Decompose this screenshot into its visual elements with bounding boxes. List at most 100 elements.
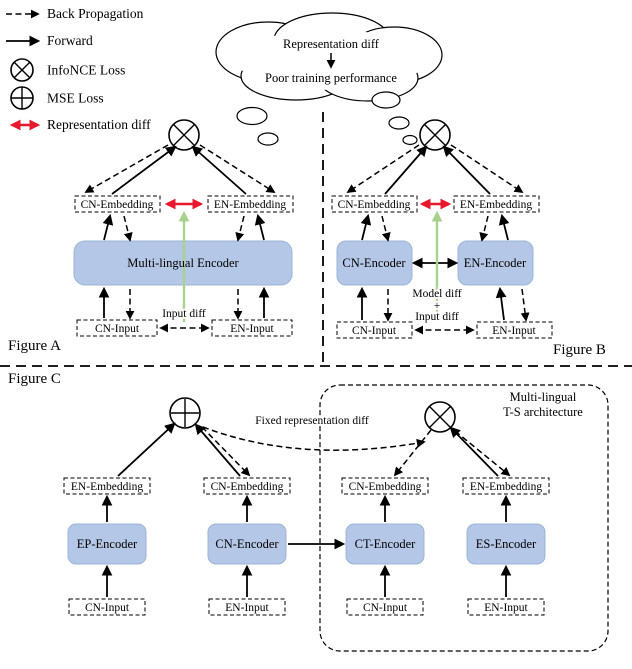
fig-b-en-input-label: EN-Input	[492, 325, 536, 337]
fig-c-caption: Figure C	[8, 371, 61, 387]
legend-repr-diff-label: Representation diff	[47, 117, 151, 132]
figure-b: CN-Embedding EN-Embedding CN-Encoder EN-…	[331, 119, 606, 358]
fig-b-infonce-loss-icon	[419, 119, 451, 151]
fig-b-en-embedding-box	[453, 195, 540, 213]
cloud-tail-puff	[388, 116, 410, 130]
fig-c-col2-input-label: EN-Input	[225, 602, 269, 614]
backprop-arrow	[393, 429, 432, 477]
fig-c-col2-embedding-box	[203, 477, 291, 495]
fig-c-col1-embedding-label: EN-Embedding	[71, 481, 143, 493]
fig-b-cn-embedding-label: CN-Embedding	[338, 199, 411, 211]
legend-infonce-label: InfoNCE Loss	[47, 63, 125, 78]
fig-c-col3-input-label: CN-Input	[363, 602, 408, 614]
fig-b-cn-embedding-box	[331, 195, 418, 213]
backprop-arrow	[199, 144, 276, 193]
fig-c-col1-input-label: CN-Input	[85, 602, 130, 614]
figure-a: CN-Embedding EN-Embedding Multi-lingual …	[8, 119, 294, 354]
fig-a-en-embedding-box	[207, 195, 294, 213]
fig-b-cn-input-box	[336, 321, 413, 339]
cloud-tail-puff	[402, 134, 418, 146]
fig-a-en-embedding-label: EN-Embedding	[214, 199, 286, 211]
fig-c-col4-encoder-label: ES-Encoder	[476, 537, 537, 551]
panel-dividers	[0, 112, 632, 367]
forward-arrow	[449, 426, 499, 477]
fig-c-col2-encoder-box	[207, 523, 287, 565]
legend-forward-label: Forward	[47, 33, 93, 48]
backprop-arrow	[235, 215, 245, 242]
fig-b-caption: Figure B	[553, 342, 606, 358]
cloud-tail-puff	[257, 132, 279, 146]
fig-c-col2-embedding-label: CN-Embedding	[211, 481, 284, 493]
fig-a-cn-input-box	[76, 319, 158, 337]
forward-arrow	[117, 422, 176, 477]
forward-arrow	[495, 286, 507, 321]
backprop-arrow	[450, 144, 524, 193]
cloud-text-line1: Representation diff	[283, 37, 380, 51]
fig-c-col3-embedding-label: CN-Embedding	[349, 481, 422, 493]
legend: Back Propagation Forward InfoNCE Loss MS…	[6, 6, 151, 132]
forward-arrow	[191, 145, 247, 195]
thought-cloud: Representation diff Poor training perfor…	[215, 12, 443, 146]
forward-arrow	[102, 213, 114, 241]
fig-c-col1-embedding-box	[63, 477, 151, 495]
forward-arrow	[111, 145, 177, 195]
fig-c-col2-encoder-label: CN-Encoder	[215, 537, 279, 551]
fig-c-col4-encoder-box	[466, 523, 546, 565]
mse-loss-icon	[10, 86, 34, 110]
fig-b-model-diff-label: Model diff	[412, 288, 461, 300]
ts-architecture-label-line2: T-S architecture	[503, 405, 583, 419]
infonce-loss-icon	[10, 58, 34, 82]
forward-arrow	[194, 423, 241, 477]
cloud-tail-puff	[236, 106, 268, 126]
fig-b-plus-label: +	[434, 300, 441, 312]
backprop-arrow	[454, 430, 511, 477]
fig-b-input-diff-label: Input diff	[415, 311, 459, 323]
backprop-arrow	[346, 144, 420, 193]
forward-arrow	[360, 213, 372, 241]
forward-arrow	[498, 213, 510, 241]
fig-a-cn-embedding-label: CN-Embedding	[81, 199, 154, 211]
cloud-text-line2: Poor training performance	[265, 71, 397, 85]
ts-architecture-region	[319, 384, 609, 652]
fig-a-input-diff-label: Input diff	[162, 308, 206, 320]
backprop-arrow	[84, 144, 169, 193]
cloud-tail-puff	[371, 91, 401, 109]
fig-a-cn-embedding-box	[74, 195, 161, 213]
fig-a-encoder-label: Multi-lingual Encoder	[127, 256, 239, 270]
backprop-arrow	[520, 288, 530, 322]
fig-a-cn-input-label: CN-Input	[95, 323, 140, 335]
backprop-arrow	[123, 215, 133, 242]
fig-c-col4-input-label: EN-Input	[484, 602, 528, 614]
fig-c-infonce-loss-icon	[424, 401, 456, 433]
forward-arrow	[254, 213, 266, 241]
fig-c-col3-encoder-label: CT-Encoder	[355, 537, 416, 551]
fig-c-col1-encoder-box	[67, 523, 147, 565]
fig-c-col2-input-box	[208, 598, 286, 616]
fig-c-col4-input-box	[467, 598, 545, 616]
forward-arrow	[442, 145, 491, 195]
fig-c-col3-embedding-box	[341, 477, 429, 495]
fig-b-en-encoder-label: EN-Encoder	[464, 256, 527, 270]
figure-c: Figure C Multi-lingual T-S architecture …	[8, 371, 609, 652]
ts-architecture-label-line1: Multi-lingual	[510, 390, 577, 404]
fig-b-en-embedding-label: EN-Embedding	[460, 199, 532, 211]
fig-c-col4-embedding-label: EN-Embedding	[470, 481, 542, 493]
fig-a-en-input-label: EN-Input	[230, 323, 274, 335]
fig-c-col3-encoder-box	[345, 523, 425, 565]
backprop-arrow	[201, 426, 251, 477]
fixed-repr-diff-label: Fixed representation diff	[255, 415, 369, 427]
legend-backprop-label: Back Propagation	[47, 6, 144, 21]
fig-a-infonce-loss-icon	[168, 119, 200, 151]
fig-b-cn-input-label: CN-Input	[352, 325, 397, 337]
fig-b-cn-encoder-label: CN-Encoder	[342, 256, 406, 270]
fig-c-col3-input-box	[346, 598, 424, 616]
forward-arrow	[384, 145, 428, 195]
legend-mse-label: MSE Loss	[47, 91, 104, 106]
fig-c-col4-embedding-box	[462, 477, 550, 495]
fig-a-en-input-box	[211, 319, 293, 337]
fig-c-col1-encoder-label: EP-Encoder	[77, 537, 138, 551]
fig-c-col1-input-box	[68, 598, 146, 616]
fixed-repr-diff-arrow	[202, 426, 426, 451]
